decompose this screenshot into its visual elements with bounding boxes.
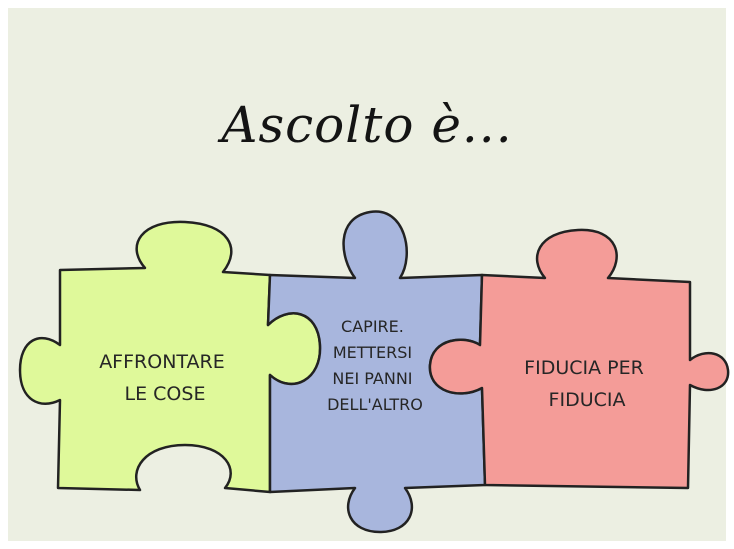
piece-right-line: FIDUCIA — [549, 389, 626, 411]
piece-center-text: CAPIRE. METTERSI NEI PANNI DELL'ALTRO — [327, 317, 423, 414]
piece-left-line: AFFRONTARE — [99, 351, 225, 373]
piece-center-line: CAPIRE. — [341, 317, 404, 336]
piece-center-line: METTERSI — [333, 343, 412, 362]
piece-left-line: LE COSE — [125, 383, 206, 405]
piece-left-text: AFFRONTARE LE COSE — [99, 351, 231, 405]
piece-center-line: NEI PANNI — [332, 369, 412, 388]
puzzle-piece-right — [428, 228, 730, 490]
piece-right-line: FIDUCIA PER — [524, 357, 644, 379]
piece-center-line: DELL'ALTRO — [327, 395, 423, 414]
piece-right-text: FIDUCIA PER FIDUCIA — [524, 357, 650, 411]
slide-title: Ascolto è... — [221, 96, 513, 154]
